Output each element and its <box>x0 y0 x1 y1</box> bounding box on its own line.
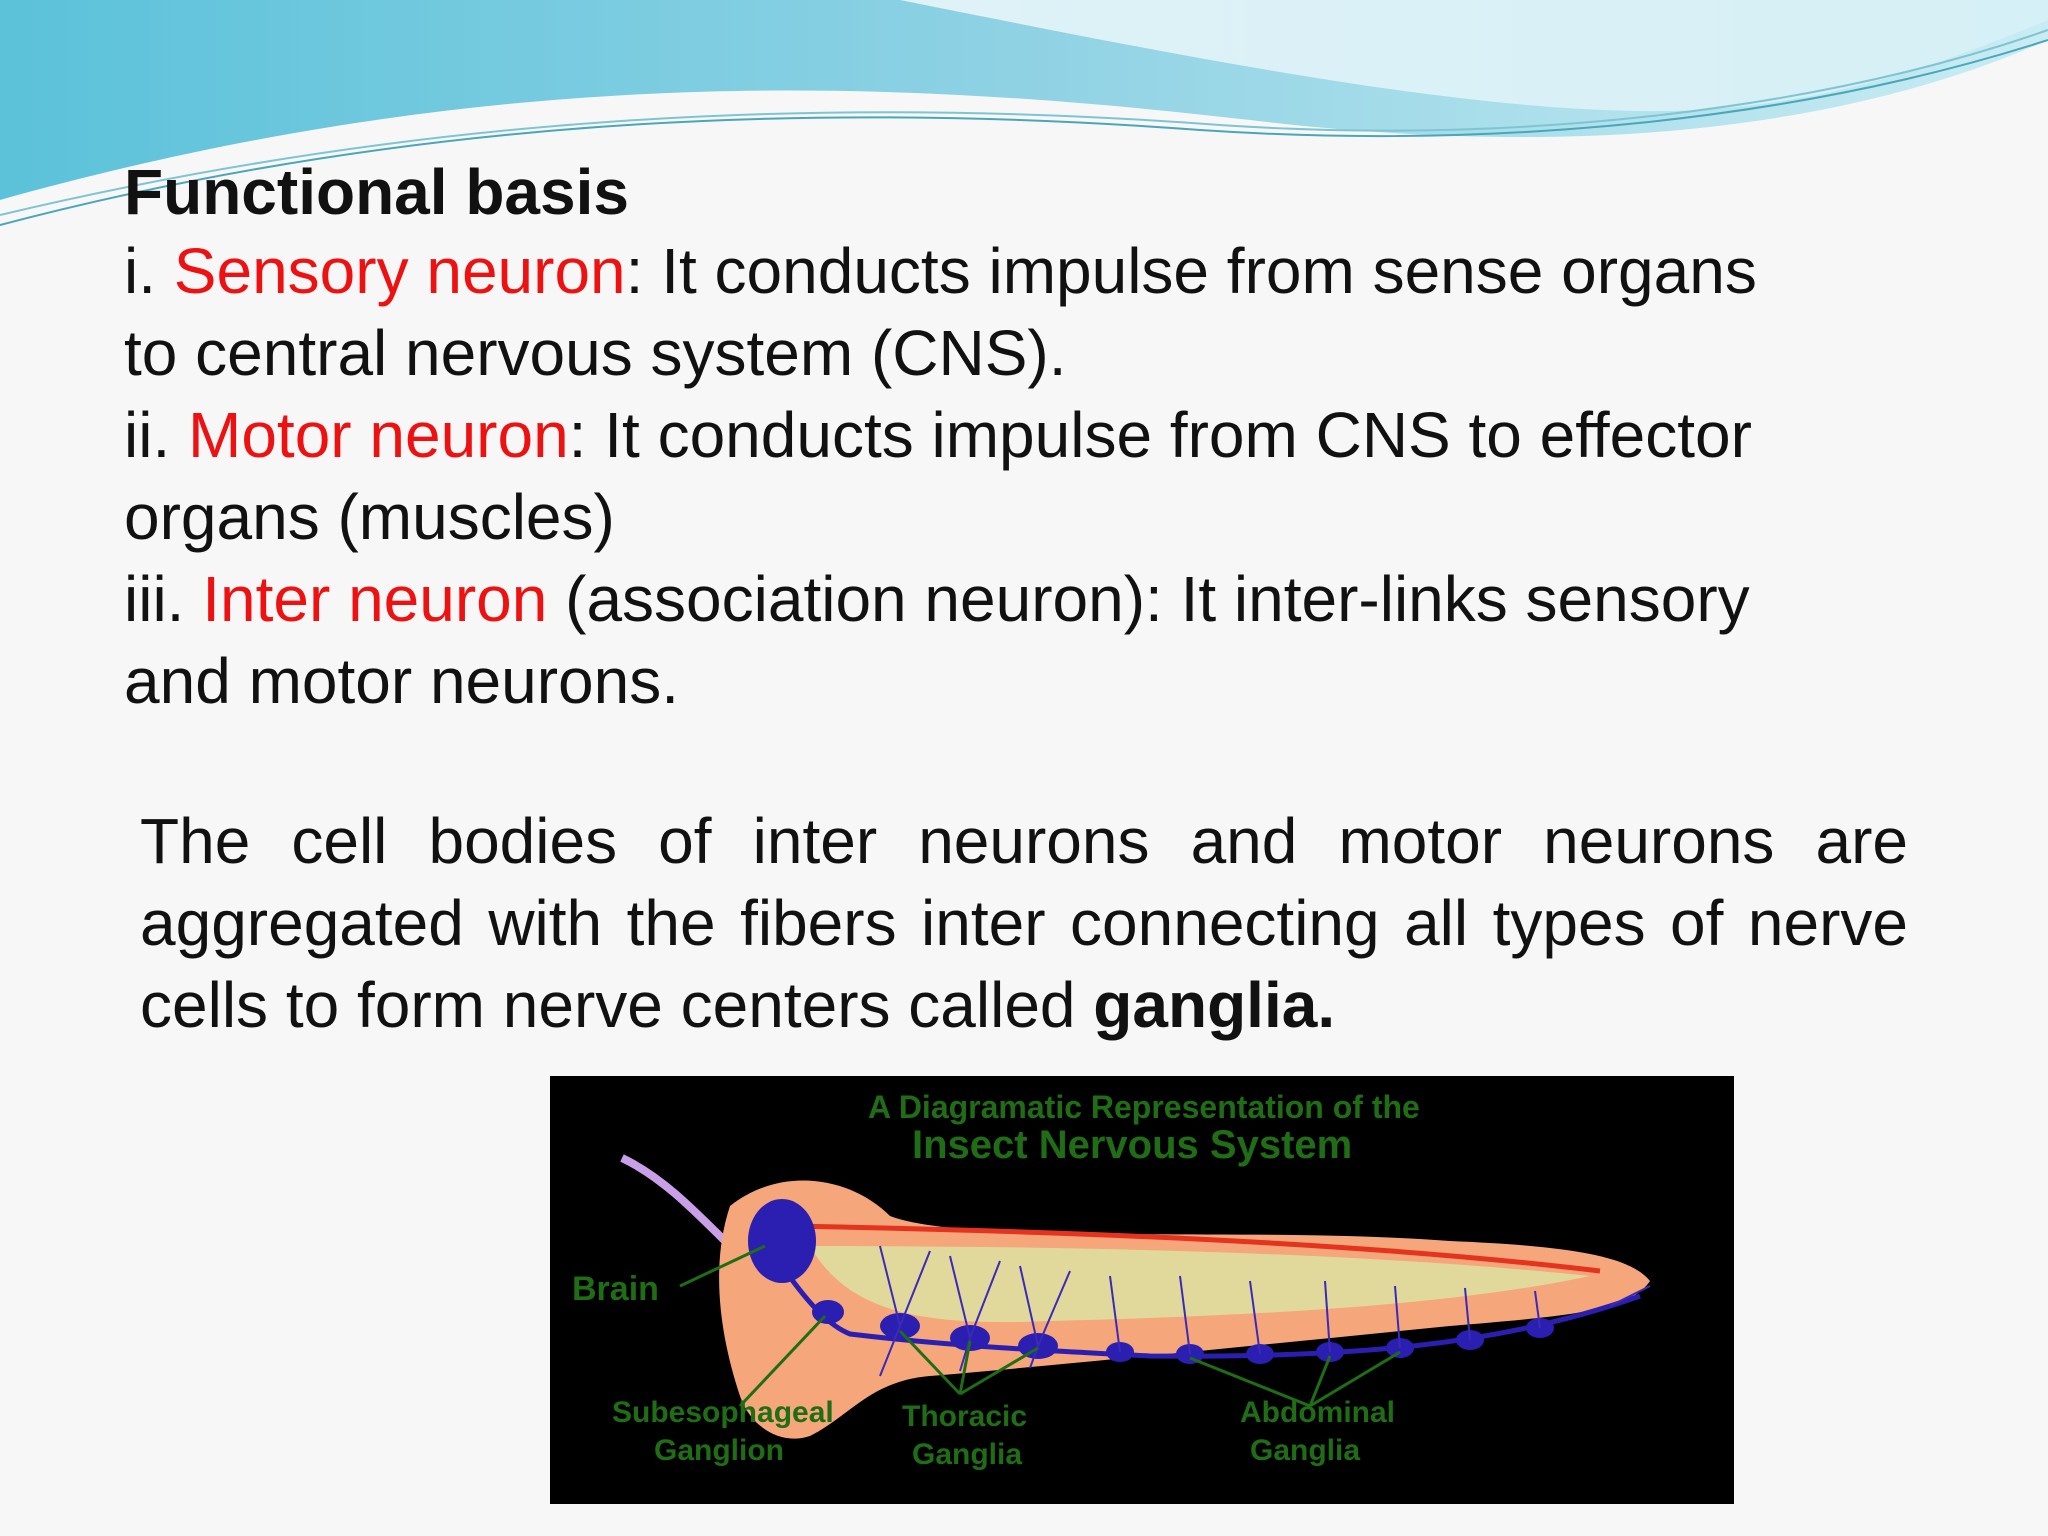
subesophageal-label-1: Subesophageal <box>612 1396 834 1429</box>
thoracic-label-1: Thoracic <box>902 1400 1027 1433</box>
section-heading: Functional basis <box>124 156 629 228</box>
item-1-line-2: to central nervous system (CNS). <box>124 317 1067 389</box>
ganglia-paragraph: The cell bodies of inter neurons and mot… <box>140 800 1908 1046</box>
item-2-text: : It conducts impulse from CNS to effect… <box>568 399 1752 471</box>
item-3-text: (association neuron): It inter-links sen… <box>547 563 1750 635</box>
insect-nervous-system-figure: A Diagramatic Representation of the Inse… <box>550 1076 1734 1504</box>
subesophageal-ganglion-icon <box>812 1300 844 1324</box>
antenna-icon <box>620 1154 733 1249</box>
ganglia-term: ganglia. <box>1093 969 1336 1041</box>
item-1-prefix: i. <box>124 235 174 307</box>
subesophageal-label-2: Ganglion <box>654 1434 784 1467</box>
item-2-term: Motor neuron <box>188 399 569 471</box>
functional-basis-block: Functional basis i. Sensory neuron: It c… <box>124 154 1884 722</box>
ganglia-paragraph-text: The cell bodies of inter neurons and mot… <box>140 805 1908 1041</box>
header-wave-decoration <box>0 0 2048 226</box>
figure-title-line-2: Insect Nervous System <box>912 1123 1352 1167</box>
item-1-line-1: i. Sensory neuron: It conducts impulse f… <box>124 230 1884 312</box>
item-2-prefix: ii. <box>124 399 188 471</box>
figure-title-line-1: A Diagramatic Representation of the <box>868 1089 1420 1125</box>
item-1-term: Sensory neuron <box>173 235 626 307</box>
item-3-line-2: and motor neurons. <box>124 645 679 717</box>
item-1-text: : It conducts impulse from sense organs <box>625 235 1757 307</box>
label-pointers <box>679 1244 1401 1408</box>
brain-icon <box>748 1199 816 1283</box>
abdominal-label-2: Ganglia <box>1250 1434 1360 1467</box>
item-3-prefix: iii. <box>124 563 203 635</box>
abdominal-label-1: Abdominal <box>1240 1396 1395 1429</box>
item-3-line-1: iii. Inter neuron (association neuron): … <box>124 558 1884 640</box>
item-2-line-2: organs (muscles) <box>124 481 615 553</box>
thoracic-label-2: Ganglia <box>912 1438 1022 1471</box>
item-2-line-1: ii. Motor neuron: It conducts impulse fr… <box>124 394 1884 476</box>
gut-region <box>810 1246 1590 1323</box>
brain-label: Brain <box>572 1270 659 1308</box>
dorsal-vessel <box>789 1223 1601 1274</box>
insect-diagram: A Diagramatic Representation of the Inse… <box>572 1089 1651 1471</box>
item-3-term: Inter neuron <box>202 563 548 635</box>
